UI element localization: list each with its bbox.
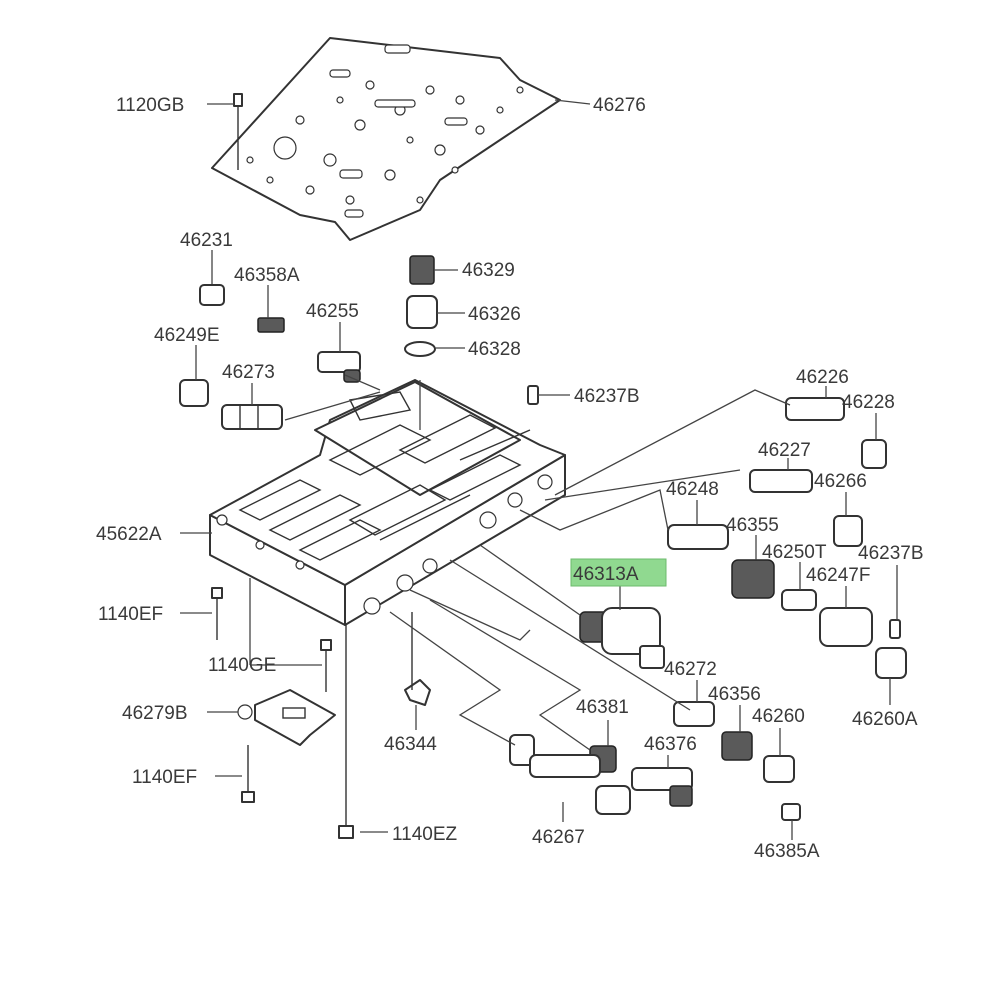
solenoid-46313a [579, 607, 665, 669]
label-46226: 46226 [796, 367, 849, 388]
label-1140ef-bottom: 1140EF [132, 767, 197, 788]
valve-46226-icon [785, 397, 845, 421]
label-46344: 46344 [384, 734, 437, 755]
plug-46249e-icon [179, 379, 209, 407]
valve-46272-icon [673, 701, 715, 727]
label-46255: 46255 [306, 301, 359, 322]
label-46227: 46227 [758, 440, 811, 461]
label-46313a: 46313A [573, 564, 639, 585]
pin-46237b-right-icon [889, 619, 901, 639]
label-1120gb: 1120GB [116, 95, 184, 116]
plug-46231-icon [199, 284, 225, 306]
label-46267: 46267 [532, 827, 585, 848]
valve-46273-icon [221, 404, 283, 430]
label-46249e: 46249E [154, 325, 220, 346]
label-1140ez: 1140EZ [392, 824, 458, 845]
plug-46228-icon [861, 439, 887, 469]
clip-46385a-icon [781, 803, 801, 821]
label-46385a: 46385A [754, 841, 820, 862]
leader-lines [180, 99, 898, 840]
spring-46329-icon [409, 255, 435, 285]
label-46260: 46260 [752, 706, 805, 727]
label-46276: 46276 [593, 95, 646, 116]
label-46355: 46355 [726, 515, 779, 536]
spring-46358a-icon [257, 317, 285, 333]
valve-46255-icon [317, 351, 361, 383]
plug-46250t-icon [781, 589, 817, 611]
bolt-1140ge-icon [320, 639, 332, 692]
part-labels: 1120GB 46276 46231 46358A 46329 46255 46… [96, 95, 924, 862]
spring-46356-icon [721, 731, 753, 761]
label-46328: 46328 [468, 339, 521, 360]
label-45622a: 45622A [96, 524, 162, 545]
label-46228: 46228 [842, 392, 895, 413]
damper-46326-icon [406, 295, 438, 329]
separator-plate [211, 37, 561, 241]
label-46329: 46329 [462, 260, 515, 281]
valve-46248-icon [667, 524, 729, 550]
plug-46266-icon [833, 515, 863, 547]
spring-46355-icon [731, 559, 775, 599]
label-46266: 46266 [814, 471, 867, 492]
label-46273: 46273 [222, 362, 275, 383]
valve-46227-icon [749, 469, 813, 493]
label-46272: 46272 [664, 659, 717, 680]
label-46381: 46381 [576, 697, 629, 718]
label-46260a: 46260A [852, 709, 918, 730]
label-46231: 46231 [180, 230, 233, 251]
highlight-46313a [570, 558, 667, 587]
label-46250t: 46250T [762, 542, 827, 563]
oring-46328-icon [404, 341, 436, 357]
label-46376: 46376 [644, 734, 697, 755]
label-46358a: 46358A [234, 265, 300, 286]
valve-46376-icon [631, 767, 693, 807]
bolt-1120gb-icon [233, 93, 243, 170]
label-46279b: 46279B [122, 703, 188, 724]
label-46247f: 46247F [806, 565, 870, 586]
assembly-guide-lines [284, 374, 791, 751]
label-1140ge: 1140GE [208, 655, 276, 676]
valve-body [209, 379, 566, 626]
label-1140ef-top: 1140EF [98, 604, 163, 625]
pin-46237b-top-icon [527, 385, 539, 405]
valve-46267-icon [509, 734, 631, 815]
label-46237b-top: 46237B [574, 386, 640, 407]
bolt-1140ef-lower-icon [241, 745, 255, 803]
plug-46260a-icon [875, 647, 907, 679]
cover-plate-46279b [237, 689, 336, 746]
label-46356: 46356 [708, 684, 761, 705]
label-46326: 46326 [468, 304, 521, 325]
bolt-1140ef-icon [211, 587, 223, 640]
sleeve-46247f-icon [819, 607, 873, 647]
clip-46344-icon [404, 612, 431, 706]
label-46248: 46248 [666, 479, 719, 500]
bolt-1140ez-icon [338, 625, 354, 839]
label-46237b-right: 46237B [858, 543, 924, 564]
plug-46260-icon [763, 755, 795, 783]
